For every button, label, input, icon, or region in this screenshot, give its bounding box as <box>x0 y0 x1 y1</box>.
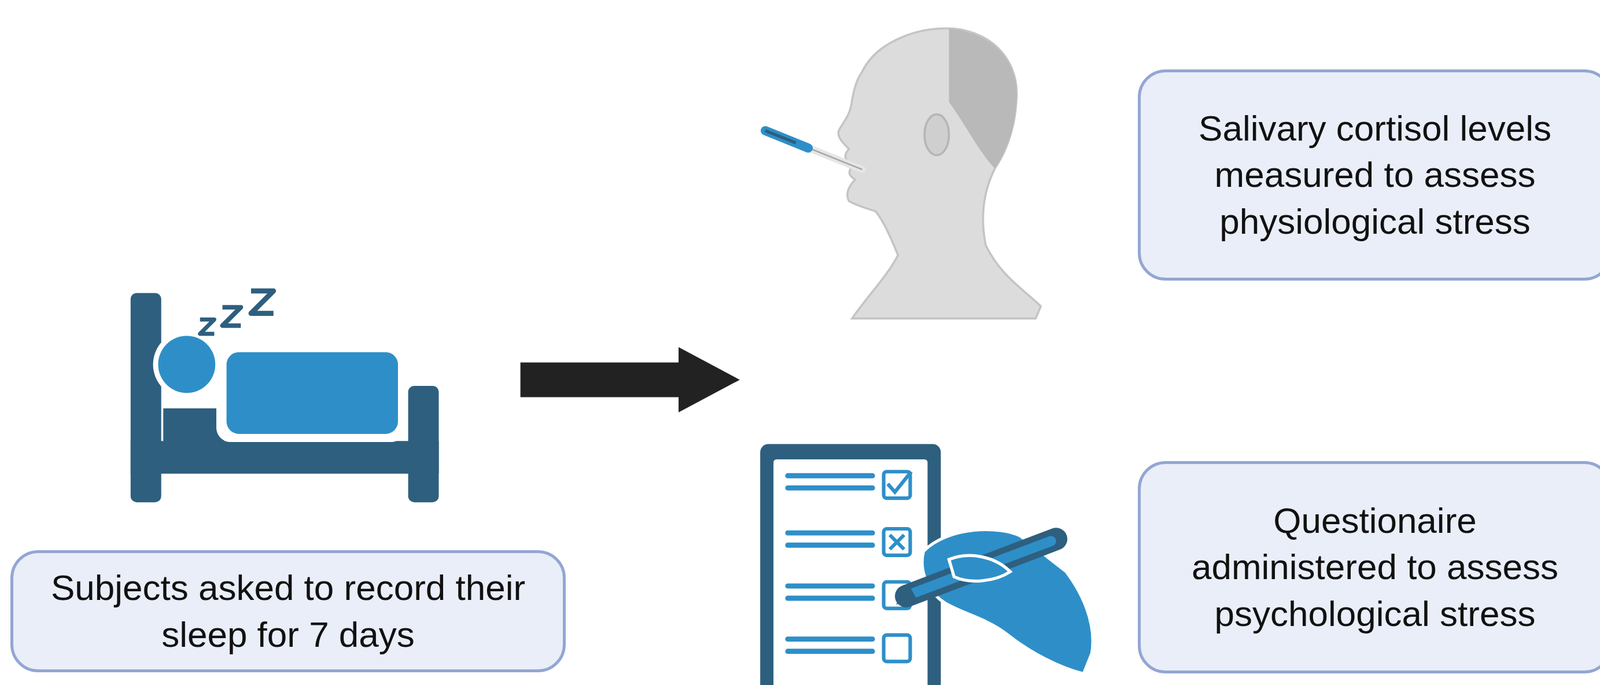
flow-arrow <box>520 347 740 413</box>
box-text: Salivary cortisol levels measured to ass… <box>1172 105 1578 246</box>
text-box: Salivary cortisol levels measured to ass… <box>1137 69 1600 281</box>
box-text: Subjects asked to record their sleep for… <box>33 564 543 658</box>
questionnaire-icon <box>760 444 1093 685</box>
box-text: Questionaire administered to assess psyc… <box>1172 497 1578 638</box>
person-swab <box>765 28 1041 319</box>
text-box: Questionaire administered to assess psyc… <box>1137 461 1600 674</box>
text-box: Subjects asked to record their sleep for… <box>10 550 566 673</box>
bed-icon <box>130 290 440 503</box>
